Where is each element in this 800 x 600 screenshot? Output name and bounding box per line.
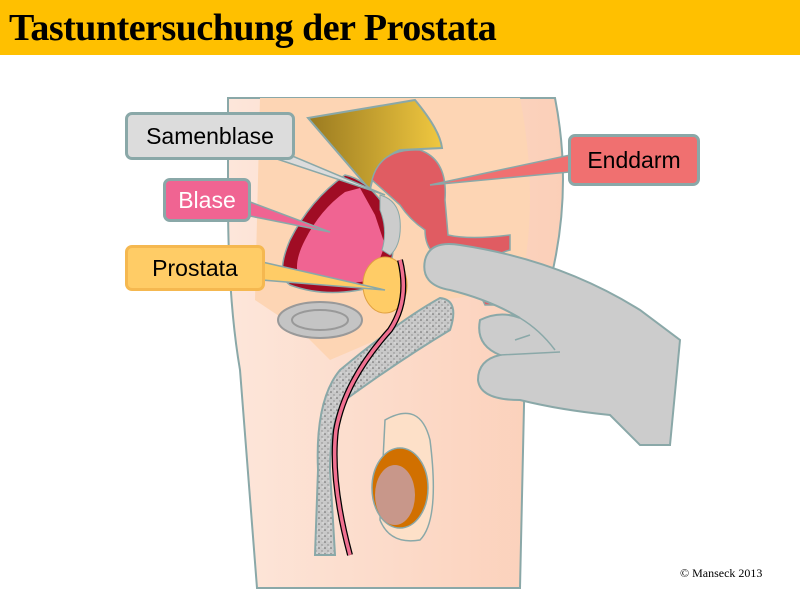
label-prostata: Prostata	[125, 245, 265, 291]
title-bar: Tastuntersuchung der Prostata	[0, 0, 800, 55]
label-prostata-text: Prostata	[152, 254, 238, 281]
seminal-vesicle	[379, 194, 401, 256]
intestine-coil	[291, 309, 349, 331]
penis-tissue	[313, 296, 455, 556]
label-blase: Blase	[163, 178, 251, 222]
bladder-inner	[296, 188, 385, 284]
intestine	[277, 301, 363, 339]
label-samenblase-text: Samenblase	[146, 122, 274, 149]
label-enddarm: Enddarm	[568, 134, 700, 186]
page-title: Tastuntersuchung der Prostata	[9, 7, 497, 49]
testis-inner	[375, 465, 415, 525]
label-samenblase: Samenblase	[125, 112, 295, 160]
urethra-inner	[332, 259, 406, 556]
label-blase-text: Blase	[178, 186, 236, 213]
copyright: © Manseck 2013	[680, 566, 763, 580]
gloved-hand	[423, 243, 682, 446]
finger-creases	[499, 317, 561, 356]
label-enddarm-text: Enddarm	[587, 146, 681, 173]
